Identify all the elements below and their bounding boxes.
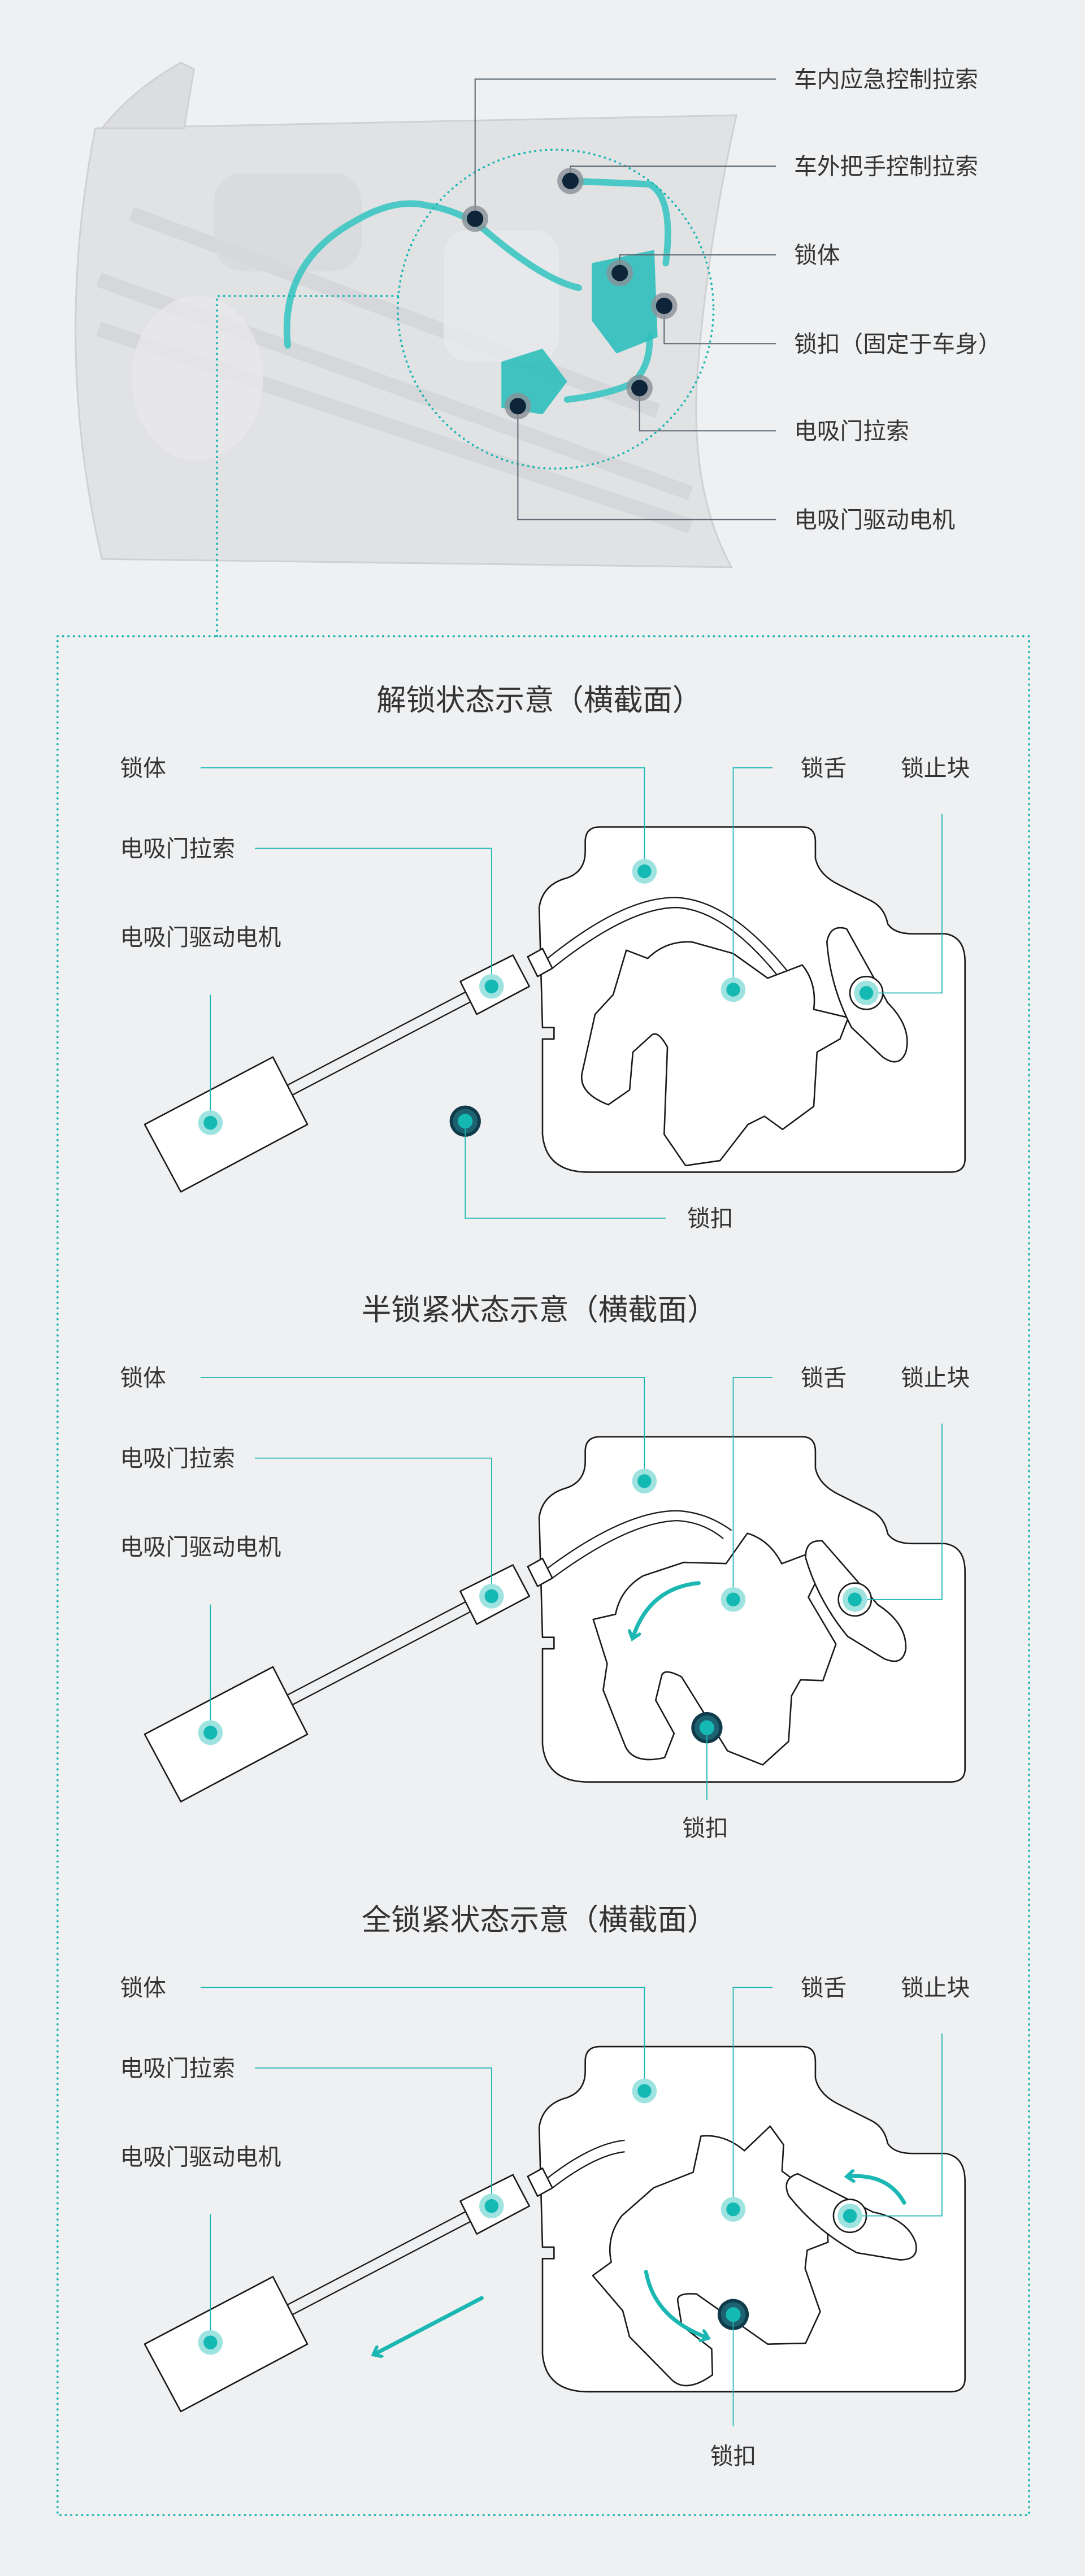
label-soft-close-cable: 电吸门拉索 — [794, 418, 909, 445]
soft-close-motor-marker — [505, 393, 531, 420]
overview-callouts: 车内应急控制拉索 车外把手控制拉索 锁体 锁扣（固定于车身） 电吸门拉索 电吸门… — [462, 66, 1001, 533]
zoom-circle — [397, 149, 715, 470]
detail-frame — [56, 635, 1030, 2517]
label-bolt: 锁舌 — [801, 1365, 847, 1392]
label-body: 锁体 — [120, 1974, 166, 2001]
label-latch: 锁扣 — [682, 1815, 728, 1842]
label-soft-close-motor: 电吸门驱动电机 — [794, 506, 955, 533]
label-motor: 电吸门驱动电机 — [120, 2144, 281, 2171]
pawl-rotation-arrow-icon — [848, 2176, 906, 2205]
panel-title: 全锁紧状态示意（横截面） — [362, 1903, 717, 1938]
panel-fully-locked: 全锁紧状态示意（横截面） 锁体 电吸门拉索 电吸门驱动电机 锁舌 锁止块 锁扣 — [120, 1903, 970, 2470]
label-bolt: 锁舌 — [801, 1974, 847, 2001]
panel-unlocked: 解锁状态示意（横截面） 锁体 电吸门拉索 电吸门驱动电机 锁舌 锁止块 锁扣 — [120, 683, 970, 1232]
cable-pull-arrow-icon — [375, 2296, 484, 2354]
label-stop: 锁止块 — [901, 1365, 970, 1392]
label-body: 锁体 — [120, 754, 166, 781]
label-cable: 电吸门拉索 — [120, 1445, 235, 1472]
label-cable: 电吸门拉索 — [120, 835, 235, 862]
inner-emergency-cable-marker — [462, 205, 488, 232]
label-cable: 电吸门拉索 — [120, 2054, 235, 2082]
label-stop: 锁止块 — [901, 1974, 970, 2001]
label-bolt: 锁舌 — [801, 754, 847, 781]
label-latch: 锁扣（固定于车身） — [794, 331, 1001, 358]
label-body: 锁体 — [120, 1365, 166, 1392]
rotation-arrow-icon — [633, 1581, 701, 1637]
panel-title: 半锁紧状态示意（横截面） — [362, 1293, 717, 1327]
soft-close-cable-marker — [626, 375, 653, 402]
lock-body-marker — [606, 259, 633, 286]
label-outer-handle-cable: 车外把手控制拉索 — [794, 153, 978, 180]
label-lock-body: 锁体 — [794, 242, 840, 269]
label-latch: 锁扣 — [710, 2443, 756, 2470]
label-inner-emergency-cable: 车内应急控制拉索 — [794, 66, 978, 93]
latch-marker — [651, 293, 678, 319]
label-motor: 电吸门驱动电机 — [120, 924, 281, 951]
panel-title: 解锁状态示意（横截面） — [376, 683, 702, 718]
rotor-rotation-arrow-icon — [644, 2270, 707, 2338]
outer-handle-cable-marker — [557, 167, 584, 194]
label-stop: 锁止块 — [901, 754, 970, 781]
label-latch: 锁扣 — [687, 1205, 733, 1232]
panel-half-locked: 半锁紧状态示意（横截面） 锁体 电吸门拉索 电吸门驱动电机 锁舌 锁止块 锁扣 — [120, 1293, 970, 1841]
label-motor: 电吸门驱动电机 — [120, 1534, 281, 1561]
door-overview-image — [75, 62, 738, 637]
